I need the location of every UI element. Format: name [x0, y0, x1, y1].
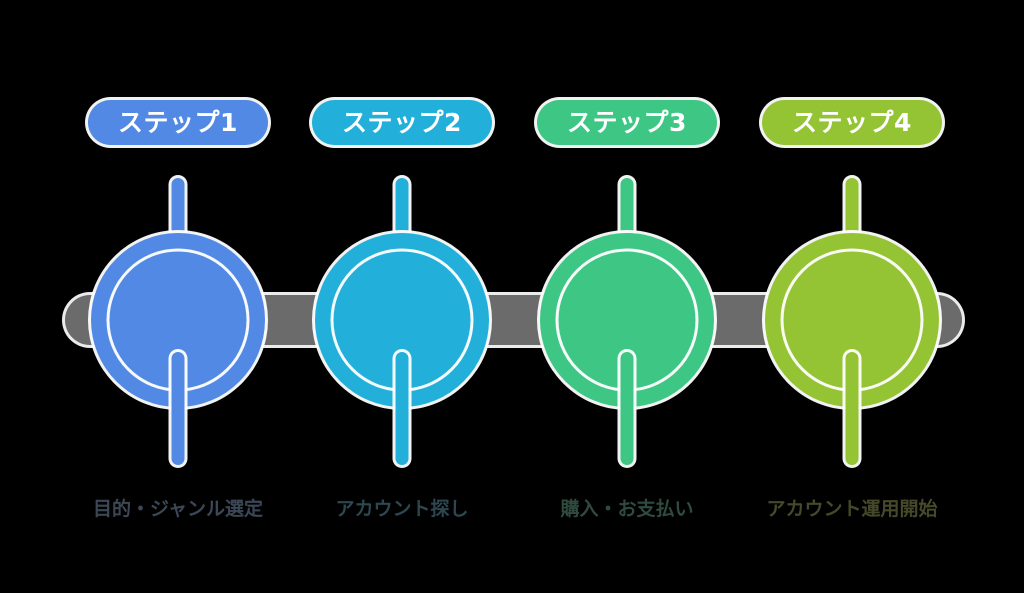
step-1-caption: 目的・ジャンル選定 — [92, 498, 264, 520]
step-2[interactable]: ステップ2 アカウント探し — [282, 0, 522, 593]
step-3-badge-label: ステップ3 — [567, 108, 687, 137]
step-4-caption: アカウント運用開始 — [766, 498, 938, 520]
step-4-badge[interactable]: ステップ4 — [762, 100, 942, 145]
step-3-caption: 購入・お支払い — [560, 498, 694, 520]
step-3[interactable]: ステップ3 購入・お支払い — [507, 0, 747, 593]
step-2-badge-label: ステップ2 — [342, 108, 462, 137]
step-1-badge[interactable]: ステップ1 — [88, 100, 268, 145]
step-1-badge-label: ステップ1 — [118, 108, 238, 137]
step-4-badge-label: ステップ4 — [792, 108, 912, 137]
step-2-stem-bottom — [395, 352, 409, 465]
step-1-stem-bottom — [171, 352, 185, 465]
step-2-caption: アカウント探し — [335, 498, 469, 520]
step-1[interactable]: ステップ1 目的・ジャンル選定 — [58, 0, 298, 593]
step-3-badge[interactable]: ステップ3 — [537, 100, 717, 145]
step-4-stem-bottom — [845, 352, 859, 465]
step-4[interactable]: ステップ4 アカウント運用開始 — [732, 0, 972, 593]
step-3-stem-bottom — [620, 352, 634, 465]
step-2-badge[interactable]: ステップ2 — [312, 100, 492, 145]
